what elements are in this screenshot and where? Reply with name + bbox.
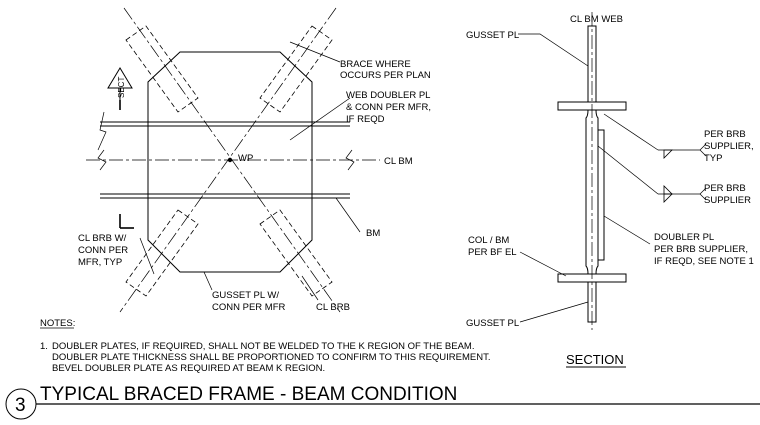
label-web-doubler-1: WEB DOUBLER PL: [346, 90, 430, 101]
label-cl-bm-web: CL BM WEB: [570, 14, 623, 25]
label-per-brb-typ-2: SUPPLIER,: [704, 141, 754, 152]
beam-bottom-flange: [557, 273, 627, 283]
label-web-doubler-2: & CONN PER MFR,: [346, 102, 431, 113]
leader-cl-brb-right: [301, 275, 319, 301]
section-cut-marker: [107, 67, 134, 229]
label-occurs-per-plan: OCCURS PER PLAN: [340, 70, 431, 81]
doubler-plate: [597, 129, 605, 261]
weld-symbol-brb: [658, 185, 707, 203]
brace-stub-upper-left: [125, 25, 199, 113]
brace-stub-lower-left: [125, 209, 199, 297]
leader-bm: [335, 197, 361, 233]
label-col-bm-2: PER BF EL: [468, 247, 517, 258]
label-doubler-3: IF REQD, SEE NOTE 1: [654, 256, 754, 267]
weld-symbol-typ: [658, 143, 707, 159]
notes-heading: NOTES:: [40, 318, 75, 329]
label-web-doubler-3: IF REQD: [346, 114, 385, 125]
brace-stub-lower-right: [259, 209, 333, 297]
work-point-marker: [227, 157, 233, 163]
leader-weld-typ: [603, 113, 659, 151]
label-gusset-pl-bottom: GUSSET PL: [466, 318, 519, 329]
label-per-brb-typ-1: PER BRB: [704, 129, 746, 140]
leader-doubler: [603, 215, 651, 245]
section-view: CL BM WEB GUSSET PL PER BRB SUPPLIER, TY…: [466, 12, 754, 368]
break-mark-left-bot: [97, 149, 107, 171]
leader-cl-brb-left: [139, 237, 155, 275]
section-cut-label: SECT: [117, 77, 126, 98]
label-brace-where: BRACE WHERE: [340, 59, 411, 70]
label-col-bm-1: COL / BM: [468, 235, 509, 246]
label-per-brb-typ-3: TYP: [704, 153, 722, 164]
label-cl-brb-3: MFR, TYP: [78, 257, 122, 268]
note-line-1: DOUBLER PLATES, IF REQUIRED, SHALL NOT B…: [52, 341, 475, 352]
label-doubler-2: PER BRB SUPPLIER,: [654, 244, 748, 255]
leader-weld-brb: [597, 145, 659, 195]
detail-title: TYPICAL BRACED FRAME - BEAM CONDITION: [40, 384, 457, 405]
leader-gusset-bottom: [519, 301, 589, 323]
note-line-3: BEVEL DOUBLER PLATE AS REQUIRED AT BEAM …: [52, 363, 325, 374]
leader-gusset-top: [518, 33, 589, 67]
label-per-brb-1: PER BRB: [704, 183, 746, 194]
detail-title-block: 3 TYPICAL BRACED FRAME - BEAM CONDITION: [5, 384, 760, 420]
label-gusset-plan-1: GUSSET PL W/: [212, 290, 279, 301]
leader-brace-where: [289, 41, 341, 63]
detail-number: 3: [15, 395, 26, 416]
label-per-brb-2: SUPPLIER: [704, 195, 751, 206]
beam-top-flange: [557, 101, 627, 111]
note-line-2: DOUBLER PLATE THICKNESS SHALL BE PROPORT…: [52, 352, 491, 363]
leader-col-bm: [519, 251, 567, 277]
label-cl-brb-1: CL BRB W/: [78, 233, 127, 244]
gusset-plate: [147, 51, 313, 273]
label-cl-brb-2: CONN PER: [78, 245, 128, 256]
plan-view: SECT BRACE WHERE OCCURS PER PLAN WEB DOU…: [78, 7, 431, 313]
break-mark-left-top: [97, 111, 107, 151]
brace-stub-upper-right: [259, 25, 333, 113]
label-gusset-plan-2: CONN PER MFR: [212, 302, 286, 313]
leader-gusset-plan: [203, 271, 213, 291]
label-doubler-1: DOUBLER PL: [654, 232, 714, 243]
notes-block: NOTES: 1. DOUBLER PLATES, IF REQUIRED, S…: [40, 318, 491, 374]
note-number: 1.: [40, 341, 48, 352]
label-cl-brb: CL BRB: [316, 302, 350, 313]
label-wp: WP: [238, 153, 253, 164]
label-cl-bm: CL BM: [384, 156, 413, 167]
leader-web-doubler: [289, 97, 351, 141]
label-bm: BM: [366, 228, 380, 239]
label-gusset-pl-top: GUSSET PL: [466, 30, 519, 41]
section-title: SECTION: [566, 352, 624, 367]
